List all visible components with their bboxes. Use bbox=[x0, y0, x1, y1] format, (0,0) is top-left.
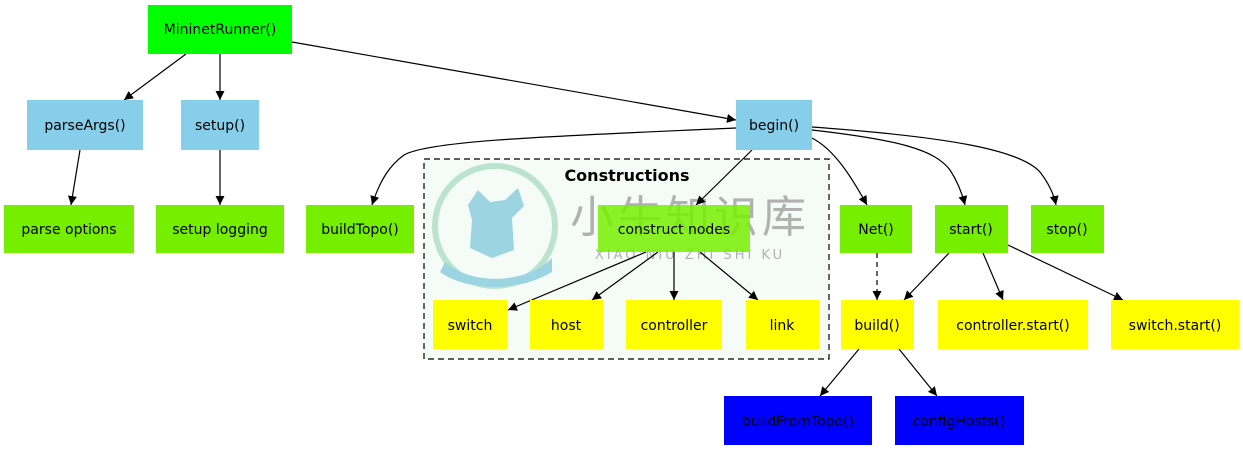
watermark-bull-icon bbox=[468, 188, 524, 258]
node-label: construct nodes bbox=[618, 222, 730, 238]
node-label: buildFromTopo() bbox=[742, 414, 854, 430]
node-label: link bbox=[770, 318, 796, 334]
node-construct-nodes[interactable]: construct nodes bbox=[598, 205, 750, 252]
node-switch-start[interactable]: switch.start() bbox=[1111, 300, 1239, 349]
node-label: switch bbox=[448, 318, 493, 334]
node-label: setup() bbox=[195, 118, 245, 134]
node-config-hosts[interactable]: configHosts() bbox=[895, 396, 1024, 445]
node-label: host bbox=[551, 318, 582, 334]
edge-begin-construct bbox=[695, 149, 753, 206]
node-label: buildTopo() bbox=[321, 222, 399, 238]
node-label: controller.start() bbox=[956, 318, 1069, 334]
edge-start-switchstart bbox=[1007, 244, 1124, 301]
node-label: MininetRunner() bbox=[164, 22, 277, 38]
node-label: begin() bbox=[749, 118, 799, 134]
node-label: controller bbox=[641, 318, 708, 334]
node-stop[interactable]: stop() bbox=[1031, 205, 1104, 253]
node-build-topo[interactable]: buildTopo() bbox=[306, 205, 414, 253]
node-begin[interactable]: begin() bbox=[736, 100, 812, 150]
edge-begin-net bbox=[811, 137, 868, 206]
node-start[interactable]: start() bbox=[935, 205, 1008, 253]
node-label: stop() bbox=[1046, 222, 1087, 238]
edge-build-buildfromtopo bbox=[819, 348, 860, 397]
cluster-title: Constructions bbox=[564, 166, 689, 185]
node-mininet-runner[interactable]: MininetRunner() bbox=[148, 5, 292, 54]
edge-build-confighosts bbox=[898, 348, 938, 397]
node-setup[interactable]: setup() bbox=[181, 100, 259, 150]
node-label: setup logging bbox=[172, 222, 267, 238]
edge-construct-host bbox=[591, 251, 659, 301]
node-parse-args[interactable]: parseArgs() bbox=[27, 100, 143, 150]
nodes: MininetRunner() parseArgs() setup() begi… bbox=[4, 5, 1239, 445]
edge-start-controllerstart bbox=[982, 252, 1004, 301]
node-parse-options[interactable]: parse options bbox=[4, 205, 134, 253]
node-host[interactable]: host bbox=[530, 300, 603, 349]
edge-begin-buildtopo bbox=[370, 127, 737, 206]
node-label: configHosts() bbox=[913, 414, 1006, 430]
edge-start-build bbox=[903, 252, 950, 301]
node-controller-start[interactable]: controller.start() bbox=[938, 300, 1088, 349]
node-label: build() bbox=[854, 318, 899, 334]
edge-runner-parseargs bbox=[123, 53, 187, 101]
node-label: Net() bbox=[858, 222, 894, 238]
node-setup-logging[interactable]: setup logging bbox=[156, 205, 284, 253]
edge-construct-link bbox=[699, 251, 759, 301]
node-switch[interactable]: switch bbox=[433, 300, 507, 349]
edge-parseargs-options bbox=[68, 149, 81, 206]
node-label: switch.start() bbox=[1129, 318, 1222, 334]
edges bbox=[68, 41, 1124, 397]
edge-runner-begin bbox=[291, 41, 737, 123]
edge-begin-stop bbox=[811, 126, 1059, 206]
node-controller[interactable]: controller bbox=[626, 300, 722, 349]
node-net[interactable]: Net() bbox=[840, 205, 912, 253]
node-label: parseArgs() bbox=[44, 118, 125, 134]
edge-begin-start bbox=[811, 129, 968, 206]
node-link[interactable]: link bbox=[746, 300, 819, 349]
node-label: start() bbox=[949, 222, 993, 238]
watermark-hand bbox=[440, 258, 552, 287]
node-build[interactable]: build() bbox=[841, 300, 914, 349]
node-build-from-topo[interactable]: buildFromTopo() bbox=[724, 396, 872, 445]
node-label: parse options bbox=[21, 222, 116, 238]
